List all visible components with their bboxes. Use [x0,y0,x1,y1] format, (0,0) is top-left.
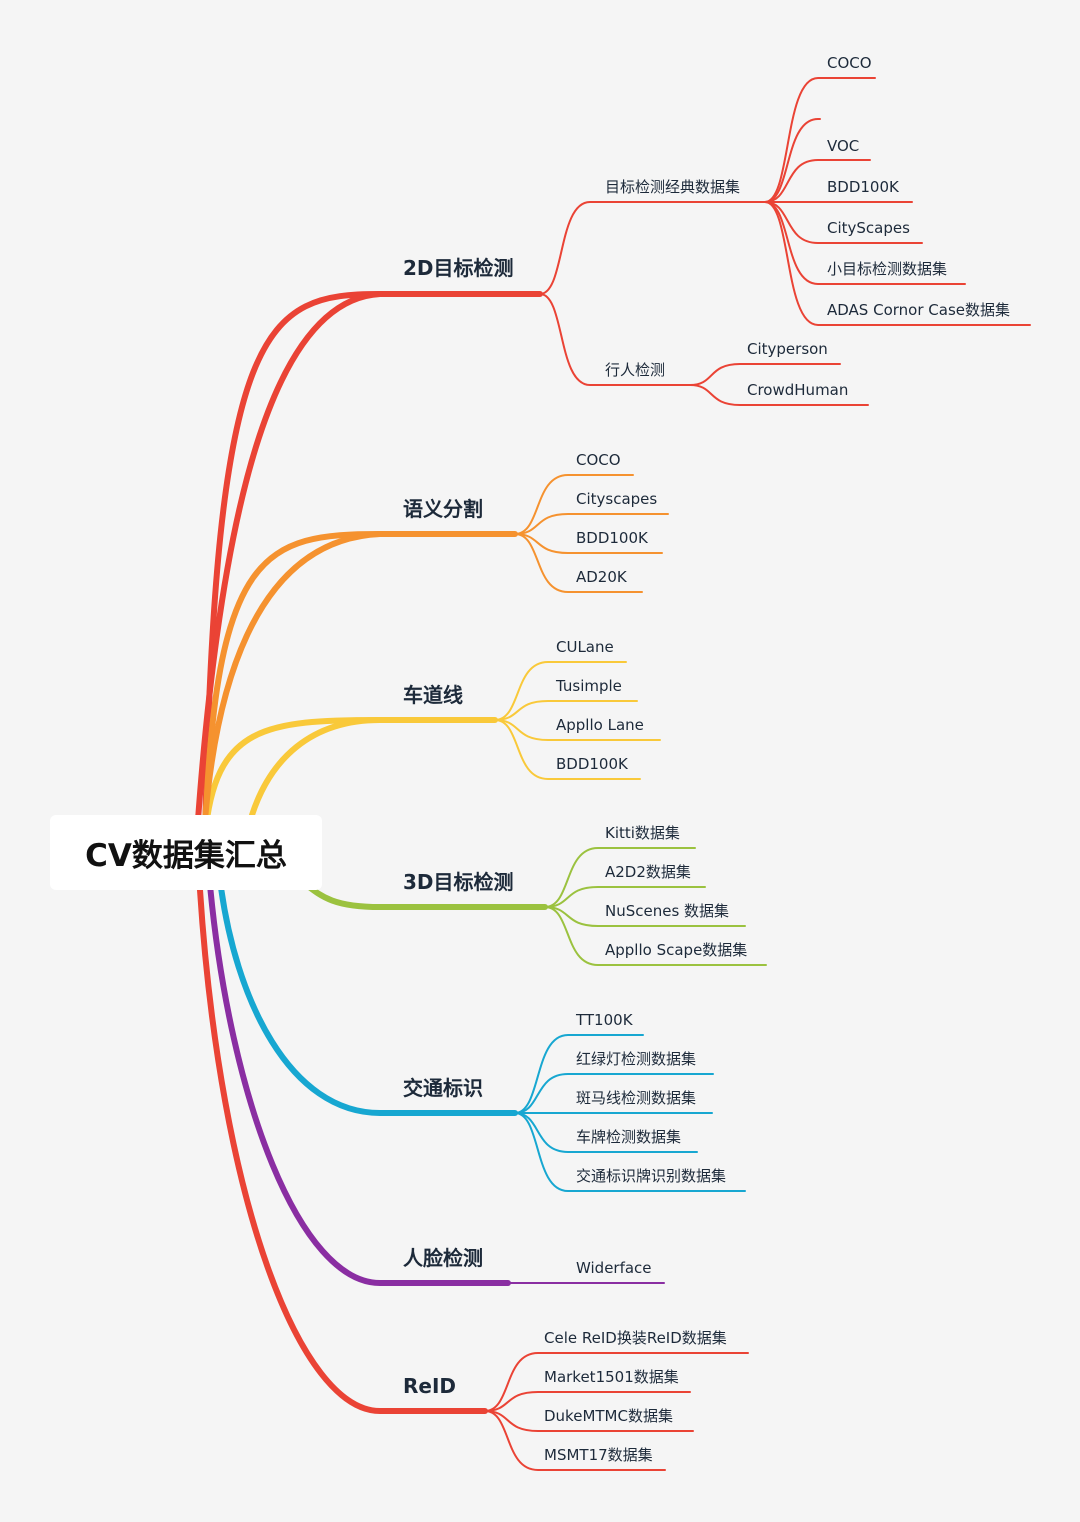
root-node[interactable]: CV数据集汇总 [50,815,322,890]
line-pedestrian-leaf [689,363,841,386]
line-face-main [207,882,511,1286]
line-lane-leaf [494,719,641,780]
leaf-lane-tusimple[interactable]: Tusimple [556,677,622,695]
line-seg-leaf [514,533,663,554]
leaf-reid-cele[interactable]: Cele ReID换装ReID数据集 [544,1329,727,1347]
leaf-seg-ad20k[interactable]: AD20K [576,568,627,586]
line-2d-classic-leaf [764,77,876,203]
leaf-2d-adas[interactable]: ADAS Cornor Case数据集 [827,301,1010,319]
line-2d-classic-leaf [764,201,1031,326]
line-pedestrian-leaf [689,384,869,406]
line-traffic-leaf [514,1112,698,1153]
leaf-reid-dukemtmc[interactable]: DukeMTMC数据集 [544,1407,673,1425]
leaf-2d-bdd100k[interactable]: BDD100K [827,178,899,196]
leaf-seg-bdd100k[interactable]: BDD100K [576,529,648,547]
line-lane-leaf [494,719,661,741]
line-2d-pedestrian [539,293,691,386]
leaf-3d-kitti[interactable]: Kitti数据集 [605,824,680,842]
branch-lane[interactable]: 车道线 [403,683,463,707]
line-2d-classic-leaf [764,118,821,203]
line-2d-trunk [195,291,383,823]
leaf-2d-voc[interactable]: VOC [827,137,860,155]
leaf-seg-coco[interactable]: COCO [576,451,621,469]
line-3d-leaf [544,906,746,927]
leaf-lane-bdd100k[interactable]: BDD100K [556,755,628,773]
leaf-3d-a2d2[interactable]: A2D2数据集 [605,863,691,881]
line-traffic-main [217,877,518,1116]
line-seg-leaf [514,474,634,535]
line-seg-leaf [514,533,643,593]
line-3d-leaf [544,847,696,908]
leaf-3d-appllo-scape[interactable]: Appllo Scape数据集 [605,941,748,959]
line-traffic-leaf [514,1073,714,1114]
line-2d-classic [539,201,766,295]
leaf-traffic-tt100k[interactable]: TT100K [576,1011,633,1029]
line-reid-leaf [484,1410,666,1471]
leaf-cityperson[interactable]: Cityperson [747,340,828,358]
line-lane-leaf [494,700,638,721]
leaf-3d-nuscenes[interactable]: NuScenes 数据集 [605,902,730,920]
leaf-2d-small-object[interactable]: 小目标检测数据集 [827,260,948,278]
branch-traffic-sign[interactable]: 交通标识 [403,1076,483,1100]
line-reid-main [197,887,488,1414]
line-traffic-leaf [514,1112,746,1192]
line-seg-leaf [514,513,669,535]
line-2d-classic-leaf [764,201,923,244]
branch-face-detection[interactable]: 人脸检测 [403,1246,483,1270]
root-title: CV数据集汇总 [85,838,287,874]
group-pedestrian-detection[interactable]: 行人检测 [605,361,666,379]
leaf-traffic-sign-recognition[interactable]: 交通标识牌识别数据集 [576,1167,727,1185]
line-3d-leaf [544,886,706,908]
line-reid-leaf [484,1391,691,1412]
leaf-lane-appllo[interactable]: Appllo Lane [556,716,644,734]
line-reid-leaf [484,1352,749,1412]
leaf-reid-msmt17[interactable]: MSMT17数据集 [544,1446,653,1464]
leaf-traffic-crosswalk[interactable]: 斑马线检测数据集 [576,1089,697,1107]
line-seg-main [202,531,518,841]
branch-2d-detection[interactable]: 2D目标检测 [403,256,514,280]
leaf-lane-culane[interactable]: CULane [556,638,614,656]
group-classic-detection[interactable]: 目标检测经典数据集 [605,178,741,196]
line-2d-main [202,291,543,843]
line-3d-leaf [544,906,767,966]
branch-3d-detection[interactable]: 3D目标检测 [403,870,514,894]
leaf-traffic-plate[interactable]: 车牌检测数据集 [576,1128,682,1146]
branch-semantic-segmentation[interactable]: 语义分割 [403,497,483,521]
line-seg-trunk [202,531,383,823]
leaf-2d-cityscapes[interactable]: CityScapes [827,219,910,237]
leaf-reid-market1501[interactable]: Market1501数据集 [544,1368,679,1386]
leaf-seg-cityscapes[interactable]: Cityscapes [576,490,658,508]
line-reid-leaf [484,1410,694,1432]
leaf-face-widerface[interactable]: Widerface [576,1259,652,1277]
line-traffic-leaf [514,1034,644,1114]
leaf-crowdhuman[interactable]: CrowdHuman [747,381,849,399]
line-lane-trunk [249,717,383,818]
leaf-traffic-light[interactable]: 红绿灯检测数据集 [576,1050,697,1068]
branch-reid[interactable]: ReID [403,1374,457,1398]
line-2d-classic-leaf [764,159,871,203]
line-lane-leaf [494,661,627,721]
leaf-2d-coco[interactable]: COCO [827,54,872,72]
